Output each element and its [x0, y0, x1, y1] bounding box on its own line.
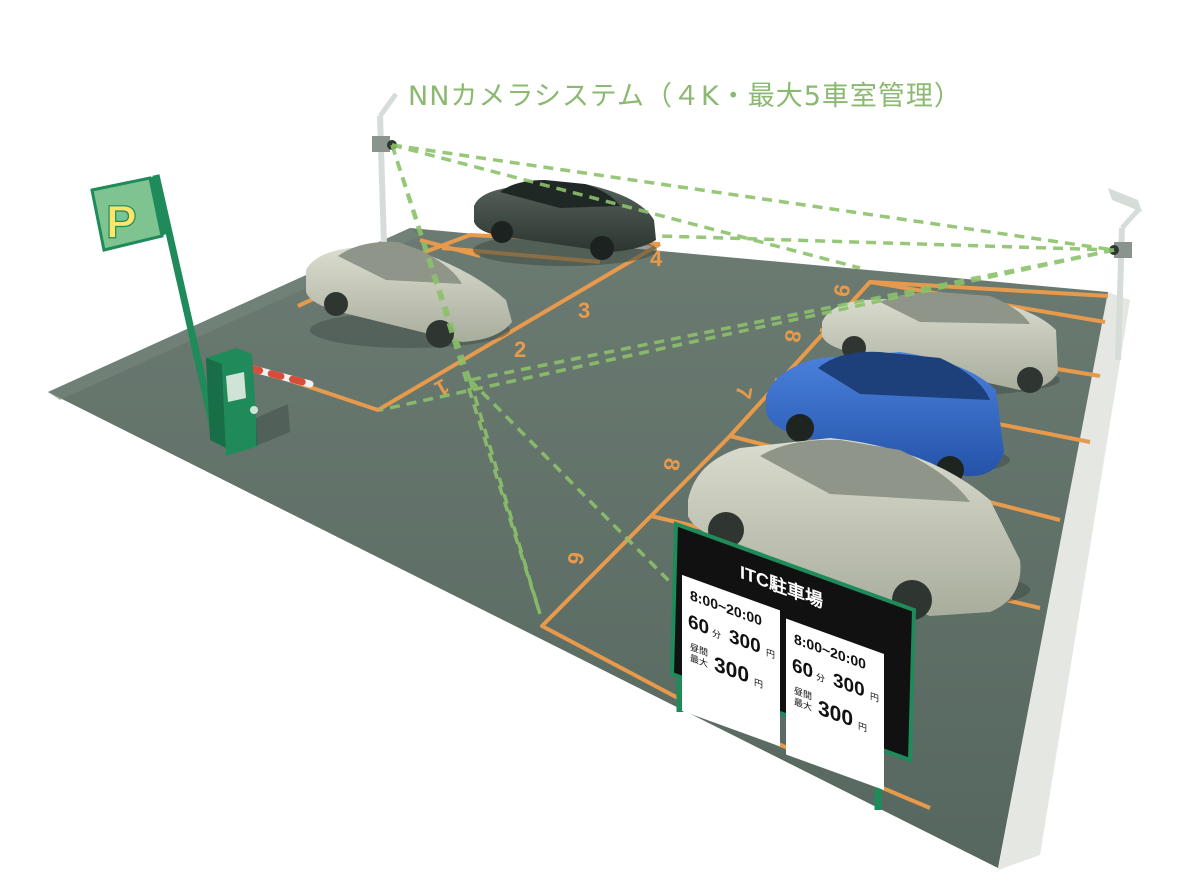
camera-pole-right: [1108, 188, 1142, 361]
dark-car: [473, 180, 657, 266]
panel-left-minutes-unit: 分: [712, 628, 721, 641]
slot-number-8: 8: [779, 328, 806, 344]
panel-right-minutes-unit: 分: [816, 672, 825, 685]
panel-right-max-unit: 円: [858, 721, 867, 734]
parking-sign: P: [90, 174, 220, 441]
camera-system-caption: NNカメラシステム（４K・最大5車室管理）: [408, 81, 962, 112]
camera-pole-left: [372, 92, 399, 245]
camera-field-of-view: [379, 143, 1115, 615]
panel-right-price-unit: 円: [870, 691, 879, 704]
slot-number-9: 9: [828, 282, 855, 298]
slot-numbers: 1 2 3 4 9 8 7 8 6: [430, 246, 855, 567]
price-billboard: ITC駐車場 8:00~20:00 60 分 300 円 昼間 最大 300 円…: [669, 521, 917, 811]
slot-number-6: 6: [562, 550, 589, 566]
panel-left-minutes: 60: [688, 611, 709, 640]
panel-left-max-unit: 円: [754, 677, 763, 690]
ticket-machine: [206, 348, 290, 456]
panel-left-price-unit: 円: [766, 648, 775, 661]
slot-number-8b: 8: [658, 456, 685, 472]
panel-right-minutes: 60: [792, 654, 813, 683]
rate-panel-left: 8:00~20:00 60 分 300 円 昼間 最大 300 円: [682, 574, 780, 747]
slot-number-3: 3: [578, 298, 590, 323]
gate-barrier: [246, 364, 314, 388]
silver-car-left: [306, 241, 512, 348]
rate-panel-right: 8:00~20:00 60 分 300 円 昼間 最大 300 円: [786, 618, 884, 791]
parking-sign-letter: P: [106, 196, 137, 248]
slot-number-2: 2: [514, 337, 526, 362]
slot-number-7: 7: [730, 384, 757, 400]
